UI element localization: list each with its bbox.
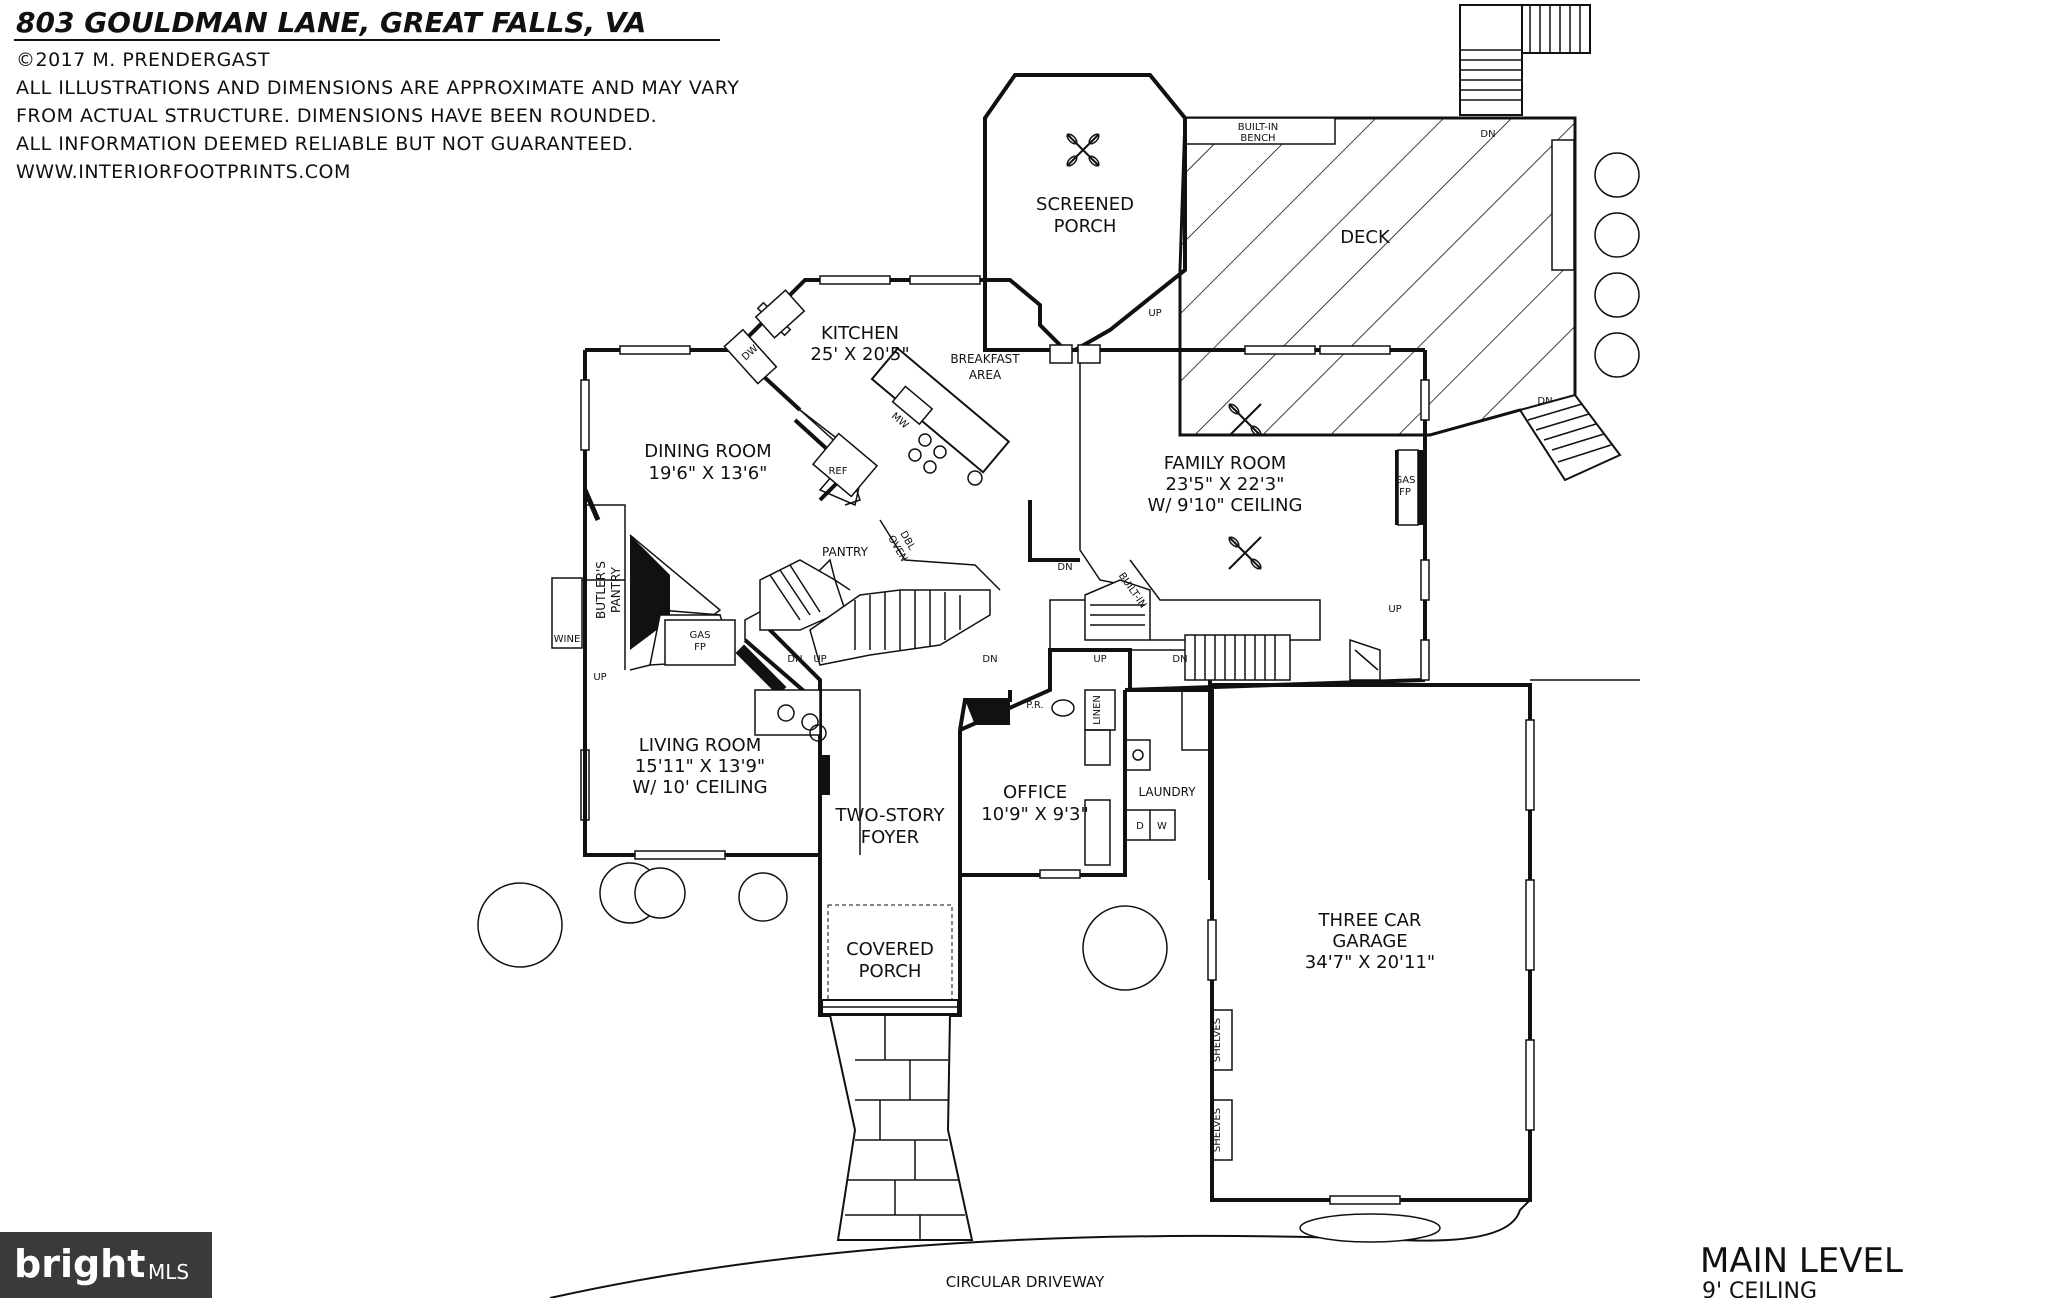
level-ceiling: 9' CEILING <box>1702 1279 1817 1298</box>
pantry-label: PANTRY <box>822 545 869 559</box>
living-dims: 15'11" X 13'9" <box>635 756 765 777</box>
deck-stairs-right <box>1518 393 1622 482</box>
family-fp-fp: FP <box>1399 487 1411 498</box>
breakfast-label-2: AREA <box>969 368 1002 382</box>
kitchen-fixtures: MW REF DW DBL OVEN <box>723 289 1011 591</box>
kitchen-sink <box>754 289 806 339</box>
screened-porch-label-2: PORCH <box>1054 216 1117 237</box>
family-dims: 23'5" X 22'3" <box>1166 474 1285 495</box>
butlers-label-2: PANTRY <box>609 566 623 613</box>
deck-dn-bottom: DN <box>1537 396 1552 407</box>
garage-label-1: THREE CAR <box>1318 910 1422 931</box>
breakfast-dn-label: DN <box>1057 562 1072 573</box>
dishwasher <box>723 328 778 385</box>
dining-label: DINING ROOM <box>644 441 771 462</box>
built-in-bench-top <box>1184 117 1336 145</box>
sink-icon <box>967 470 983 486</box>
built-in-bench-side <box>1551 139 1575 271</box>
living-fp-gas: GAS <box>690 630 711 641</box>
office-dims: 10'9" X 9'3" <box>981 804 1089 825</box>
foyer-label-1: TWO-STORY <box>835 805 946 826</box>
copyright-line: ©2017 M. PRENDERGAST <box>16 49 270 71</box>
toilet-icon <box>1051 699 1075 717</box>
dining-dims: 19'6" X 13'6" <box>649 463 768 484</box>
pr-label: P.R. <box>1026 700 1043 711</box>
family-up-label: UP <box>1093 654 1106 665</box>
wine-label: WINE <box>554 634 581 645</box>
ref-label: REF <box>828 466 847 477</box>
logo-brand: bright <box>14 1242 146 1286</box>
kitchen-island <box>870 346 1011 474</box>
logo-suffix: MLS <box>148 1260 190 1284</box>
utility-fixtures: P.R. LINEN D W SHELVES SHELVES <box>965 689 1233 1161</box>
family-stairs: BUILT-IN UP DN DN UP <box>1057 559 1402 681</box>
shelves-label-1: SHELVES <box>1212 1018 1223 1062</box>
garage-label-2: GARAGE <box>1332 931 1407 952</box>
deck-label: DECK <box>1340 227 1391 248</box>
website-line: WWW.INTERIORFOOTPRINTS.COM <box>16 161 351 183</box>
deck-stairs-top <box>1459 4 1591 116</box>
garage-dims: 34'7" X 20'11" <box>1305 952 1435 973</box>
living-ceiling: W/ 10' CEILING <box>632 777 767 798</box>
stair-up-left: UP <box>813 654 826 665</box>
washer-label: W <box>1157 821 1167 832</box>
foyer-label-2: FOYER <box>861 827 919 848</box>
kitchen-label: KITCHEN <box>821 323 899 344</box>
laundry-label: LAUNDRY <box>1138 785 1196 799</box>
address-title: 803 GOULDMAN LANE, GREAT FALLS, VA <box>16 6 646 39</box>
covered-porch-label-2: PORCH <box>859 961 922 982</box>
bench-label-1: BUILT-IN <box>1238 122 1279 133</box>
kitchen-dims: 25' X 20'5" <box>810 344 909 365</box>
bright-mls-logo: bright MLS <box>0 1232 212 1298</box>
screened-porch-label-1: SCREENED <box>1036 194 1134 215</box>
ceiling-fan-icon <box>1066 133 1100 167</box>
room-labels: KITCHEN 25' X 20'5" BREAKFAST AREA DININ… <box>594 323 1435 1291</box>
driveway-edge <box>549 1199 1531 1298</box>
screened-porch: SCREENED PORCH UP <box>983 73 1187 352</box>
shelves-label-2: SHELVES <box>1212 1108 1223 1152</box>
bench-label-2: BENCH <box>1240 133 1275 144</box>
family-dn-label: DN <box>1172 654 1187 665</box>
office-label: OFFICE <box>1003 782 1067 803</box>
butlers-label-1: BUTLER'S <box>594 561 608 619</box>
driveway-label: CIRCULAR DRIVEWAY <box>946 1273 1105 1291</box>
shrubs <box>477 152 1640 1243</box>
header: 803 GOULDMAN LANE, GREAT FALLS, VA ©2017… <box>14 6 739 183</box>
stair-dn-left: DN <box>787 654 802 665</box>
breakfast-label-1: BREAKFAST <box>950 352 1020 366</box>
family-ceiling: W/ 9'10" CEILING <box>1148 495 1303 516</box>
family-fans <box>1228 403 1262 570</box>
wine-fridge <box>551 577 583 649</box>
porch-up-label: UP <box>1148 308 1161 319</box>
dryer-label: D <box>1136 821 1144 832</box>
deck-dn-top: DN <box>1480 129 1495 140</box>
linen-label: LINEN <box>1092 695 1103 725</box>
covered-porch-label-1: COVERED <box>846 939 934 960</box>
deck: BUILT-IN BENCH DECK DN DN <box>1178 4 1622 482</box>
family-label: FAMILY ROOM <box>1164 453 1287 474</box>
level-name: MAIN LEVEL <box>1700 1241 1903 1281</box>
disclaimer-line-3: ALL INFORMATION DEEMED RELIABLE BUT NOT … <box>16 133 634 155</box>
foyer-porch <box>818 895 974 1241</box>
disclaimer-line-2: FROM ACTUAL STRUCTURE. DIMENSIONS HAVE B… <box>16 105 657 127</box>
ceiling-fan-icon <box>1228 536 1262 570</box>
main-stairs: DN UP DN <box>759 559 998 666</box>
garage-up-label: UP <box>1388 604 1401 615</box>
butler-up-label: UP <box>593 672 606 683</box>
disclaimer-line-1: ALL ILLUSTRATIONS AND DIMENSIONS ARE APP… <box>16 77 739 99</box>
ceiling-fan-icon <box>1228 403 1262 437</box>
fireplaces: GAS FP GAS FP <box>664 449 1425 666</box>
living-fp-fp: FP <box>694 642 706 653</box>
family-fp-gas: GAS <box>1395 475 1416 486</box>
living-label: LIVING ROOM <box>639 735 761 756</box>
stair-dn-right: DN <box>982 654 997 665</box>
refrigerator <box>811 432 879 498</box>
